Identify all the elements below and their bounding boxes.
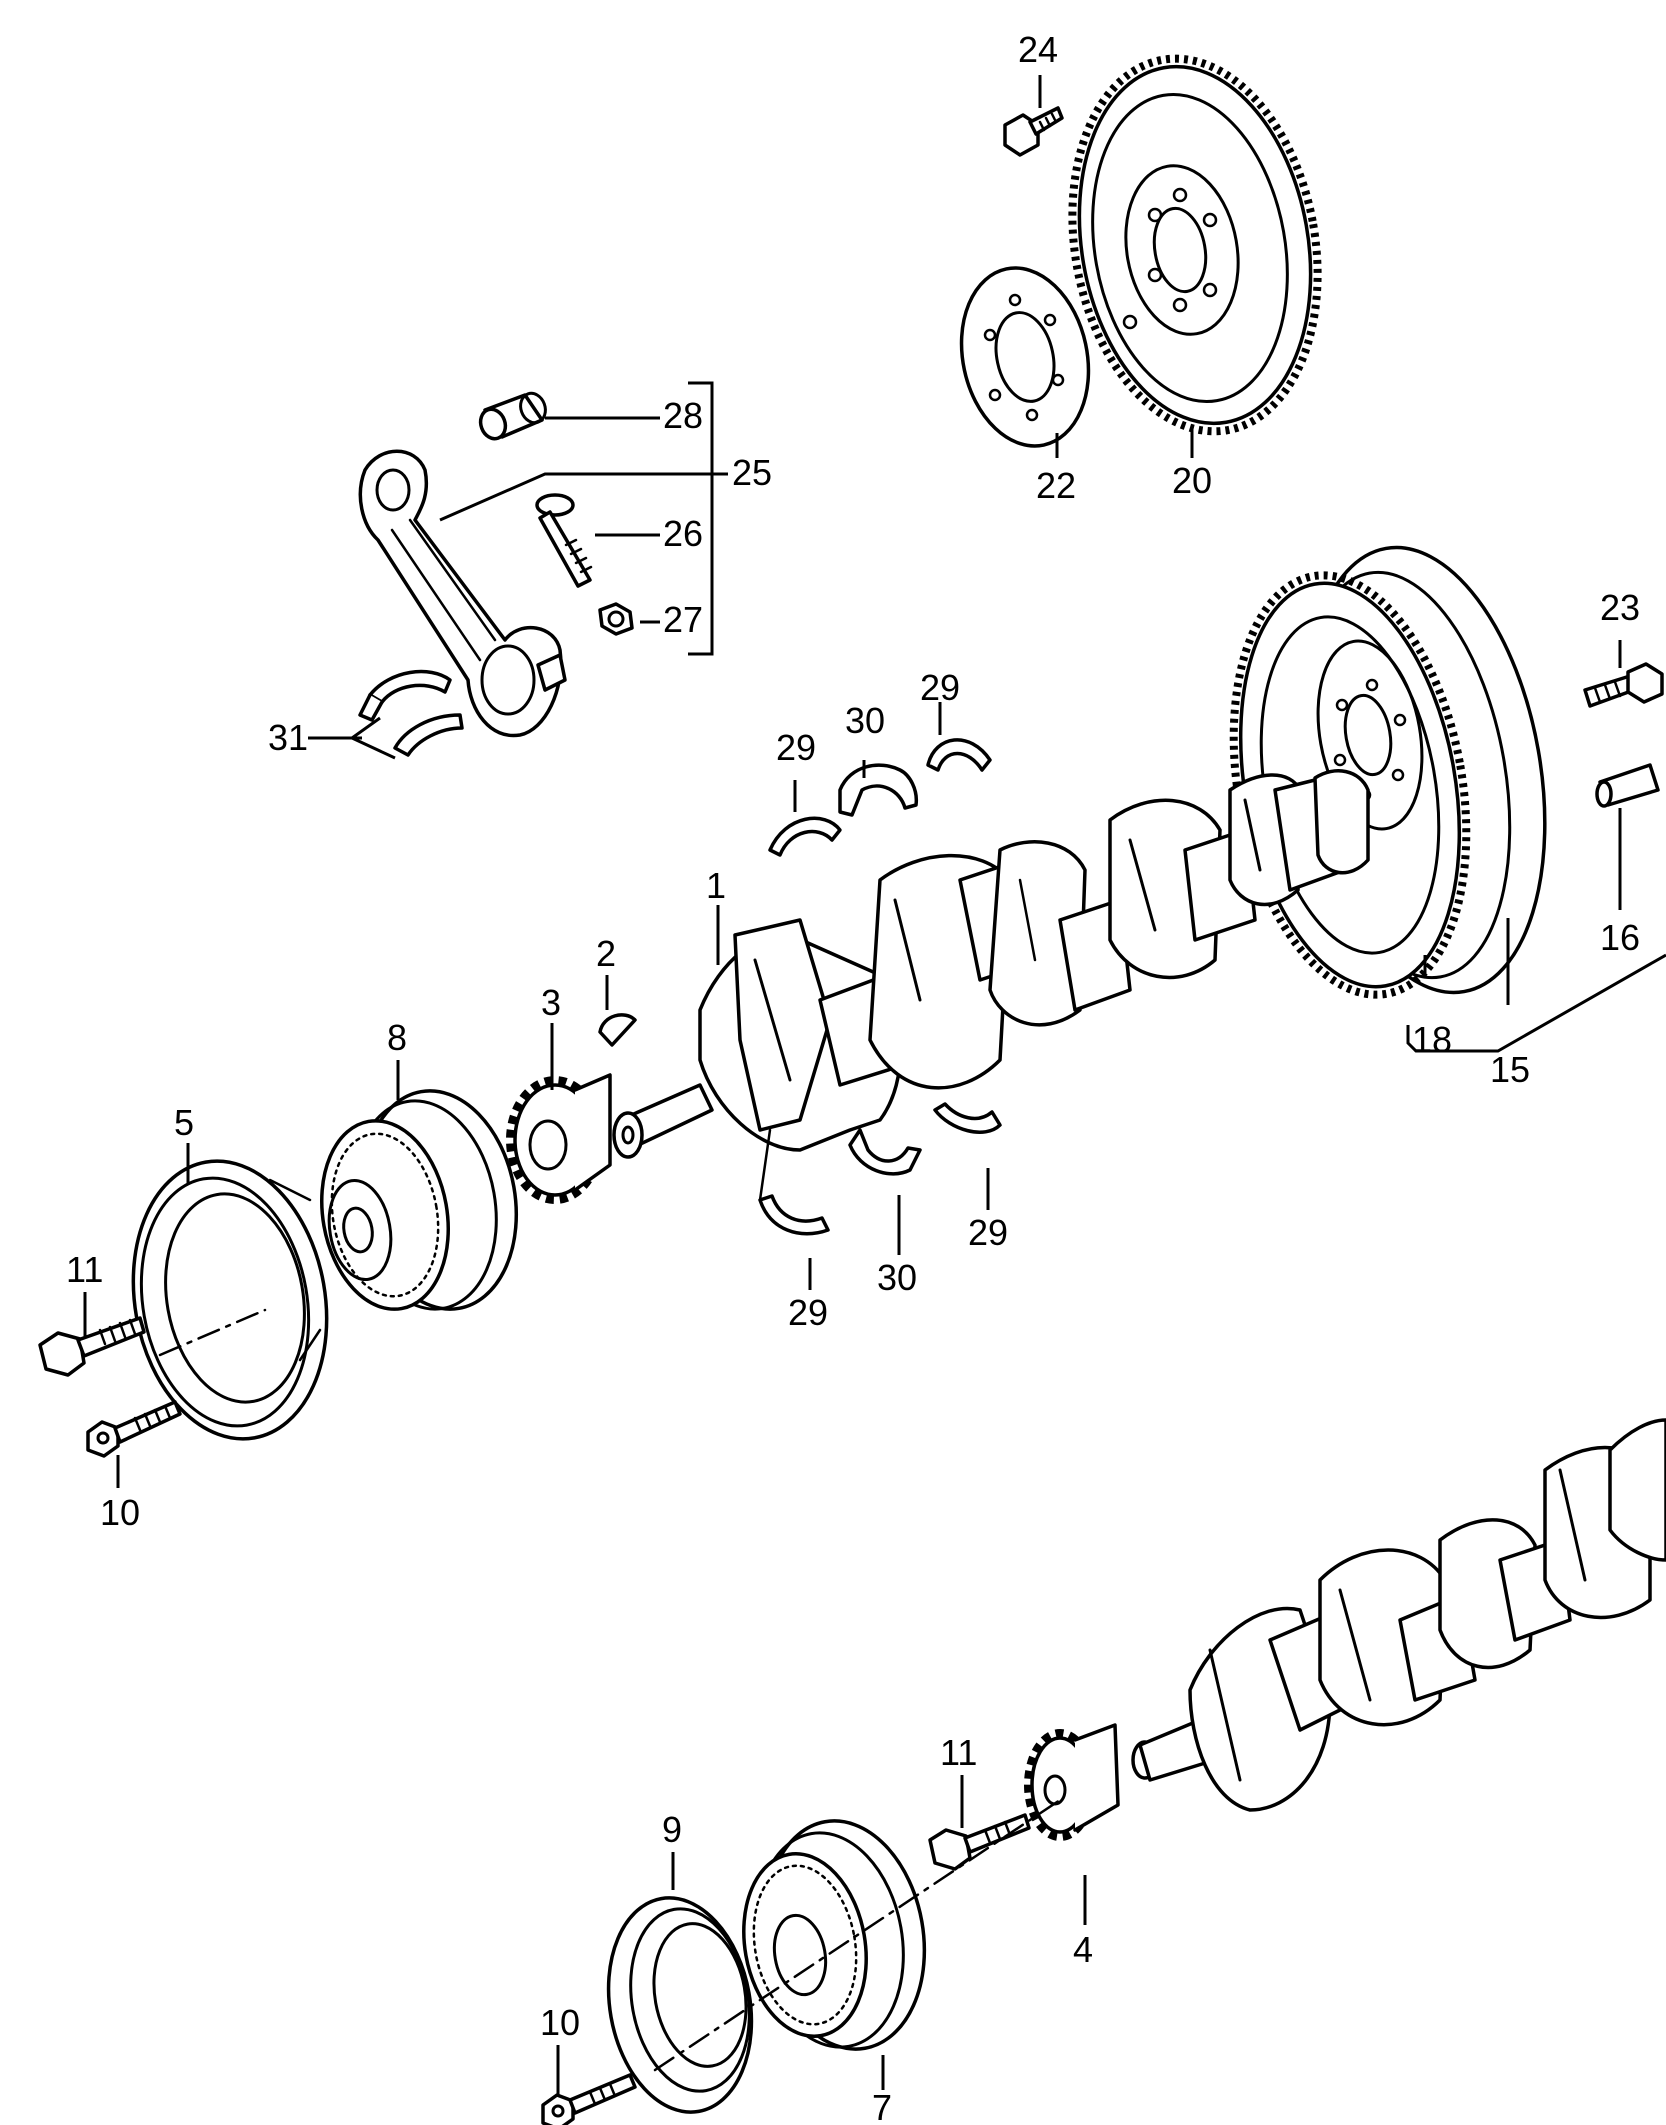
part-1-crankshaft[interactable] [612, 769, 1370, 1202]
callout-labels: 24 22 20 28 25 26 27 31 29 30 29 23 16 1… [66, 29, 1640, 2125]
axis-line-top [158, 1308, 267, 1357]
part-10-bolt-lower[interactable] [541, 2073, 637, 2125]
part-28-bushing[interactable] [477, 390, 550, 442]
callout-25: 25 [732, 452, 772, 493]
callout-27: 27 [663, 599, 703, 640]
part-23-bolt[interactable] [1583, 662, 1664, 708]
part-7-vibration-damper[interactable] [730, 1808, 942, 2062]
part-4-crankshaft-sprocket[interactable] [1024, 1723, 1120, 1841]
callout-16: 16 [1600, 917, 1640, 958]
part-24-bolt[interactable] [1003, 106, 1064, 157]
callout-31: 31 [268, 717, 308, 758]
part-22-spacer-plate[interactable] [946, 256, 1105, 458]
callout-30-a: 30 [845, 700, 885, 741]
part-10-bolt[interactable] [86, 1400, 182, 1458]
callout-20: 20 [1172, 460, 1212, 501]
axis-line-bottom [653, 1798, 1062, 2072]
part-9-belt-pulley[interactable] [592, 1886, 767, 2123]
part-30-main-bearing-shells[interactable] [838, 763, 922, 1176]
part-25-connecting-rod[interactable] [358, 449, 567, 738]
bracket-25 [439, 381, 728, 656]
part-26-rod-bolt[interactable] [535, 493, 593, 588]
callout-30-b: 30 [877, 1257, 917, 1298]
callout-29-d: 29 [788, 1292, 828, 1333]
callout-11-a: 11 [66, 1249, 103, 1290]
callout-3: 3 [541, 982, 561, 1023]
callout-29-a: 29 [920, 667, 960, 708]
part-5-belt-pulley[interactable] [112, 1146, 348, 1455]
callout-10-b: 10 [540, 2002, 580, 2043]
part-31-conrod-bearing-shells[interactable] [358, 669, 464, 757]
callout-5: 5 [174, 1102, 194, 1143]
part-11-bolt-lower[interactable] [928, 1813, 1031, 1871]
callout-11-b: 11 [940, 1732, 977, 1773]
callout-29-b: 29 [776, 727, 816, 768]
callout-10-a: 10 [100, 1492, 140, 1533]
callout-7: 7 [872, 2087, 892, 2125]
part-29-thrust-washers[interactable] [758, 738, 1002, 1236]
leader-lines [83, 75, 1666, 2095]
part-3-crankshaft-sprocket[interactable] [506, 1073, 612, 1204]
callout-23: 23 [1600, 587, 1640, 628]
callout-22: 22 [1036, 465, 1076, 506]
part-16-dowel-pin[interactable] [1595, 763, 1660, 808]
part-27-rod-nut[interactable] [598, 602, 634, 636]
callout-15: 15 [1490, 1049, 1530, 1090]
callout-9: 9 [662, 1809, 682, 1850]
callout-8: 8 [387, 1017, 407, 1058]
callout-1: 1 [706, 865, 726, 906]
callout-26: 26 [663, 513, 703, 554]
part-20-flywheel[interactable] [1044, 39, 1346, 451]
callout-28: 28 [663, 395, 703, 436]
part-1-crankshaft-lower[interactable] [1131, 1418, 1666, 1812]
callout-29-c: 29 [968, 1212, 1008, 1253]
part-8-vibration-damper[interactable] [307, 1079, 533, 1322]
part-11-bolt[interactable] [38, 1316, 146, 1377]
callout-18: 18 [1412, 1019, 1452, 1060]
part-2-woodruff-key[interactable] [598, 1013, 637, 1047]
callout-2: 2 [596, 933, 616, 974]
callout-4: 4 [1073, 1929, 1093, 1970]
part-18-flywheel-ring-gear[interactable] [1203, 528, 1577, 1013]
callout-24: 24 [1018, 29, 1058, 70]
